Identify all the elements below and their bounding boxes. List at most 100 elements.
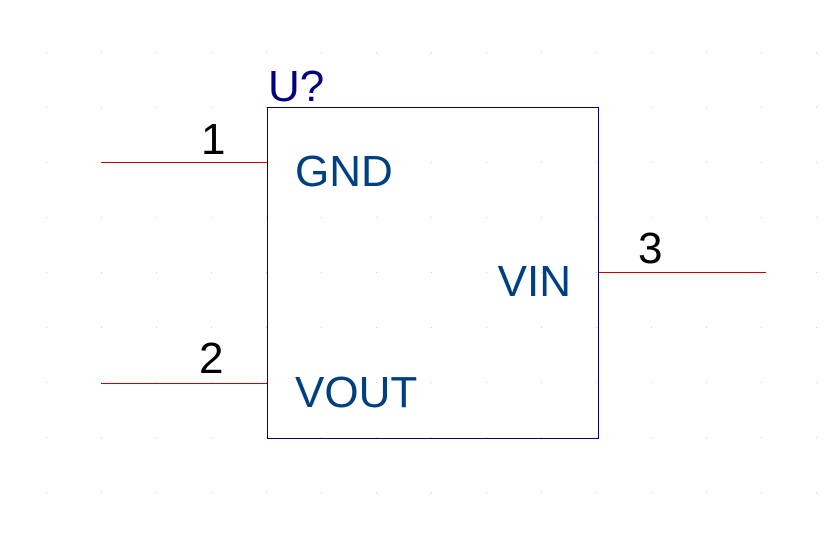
grid-dot: [321, 52, 322, 53]
grid-dot: [596, 162, 597, 163]
grid-dot: [816, 272, 817, 273]
grid-dot: [156, 327, 157, 328]
grid-dot: [596, 382, 597, 383]
grid-dot: [46, 52, 47, 53]
grid-dot: [101, 437, 102, 438]
grid-dot: [761, 327, 762, 328]
grid-dot: [211, 492, 212, 493]
grid-dot: [156, 107, 157, 108]
grid-dot: [816, 382, 817, 383]
grid-dot: [541, 327, 542, 328]
grid-dot: [376, 162, 377, 163]
grid-dot: [156, 217, 157, 218]
pin-2[interactable]: 2 VOUT: [101, 334, 417, 417]
grid-dot: [211, 437, 212, 438]
grid-dot: [266, 327, 267, 328]
grid-dot: [816, 52, 817, 53]
grid-dot: [376, 382, 377, 383]
grid-dot: [321, 382, 322, 383]
grid-dot: [376, 272, 377, 273]
component-reference[interactable]: U?: [268, 62, 324, 111]
grid-dot: [651, 162, 652, 163]
grid-dot: [321, 272, 322, 273]
grid-dot: [156, 382, 157, 383]
grid-dot: [156, 437, 157, 438]
grid-dot: [706, 327, 707, 328]
grid-dot: [46, 382, 47, 383]
pin-1-number: 1: [201, 115, 225, 164]
grid-dot: [761, 217, 762, 218]
grid-dot: [101, 492, 102, 493]
grid-dot: [101, 217, 102, 218]
grid-dot: [101, 382, 102, 383]
grid-dot: [596, 52, 597, 53]
grid-dot: [211, 217, 212, 218]
grid-dot: [46, 327, 47, 328]
grid-dot: [101, 272, 102, 273]
grid-dot: [541, 382, 542, 383]
grid-dot: [651, 217, 652, 218]
grid-dot: [431, 492, 432, 493]
grid-dot: [651, 437, 652, 438]
grid-dot: [651, 52, 652, 53]
grid-dot: [46, 492, 47, 493]
grid-dot: [376, 217, 377, 218]
grid-dot: [706, 492, 707, 493]
grid-dot: [486, 382, 487, 383]
grid-dot: [431, 52, 432, 53]
grid-dot: [651, 382, 652, 383]
grid-dot: [266, 217, 267, 218]
grid-dot: [266, 272, 267, 273]
grid-dot: [486, 52, 487, 53]
grid-dot: [211, 382, 212, 383]
pin-3[interactable]: 3 VIN: [498, 224, 766, 306]
grid-dot: [706, 52, 707, 53]
grid-dot: [816, 492, 817, 493]
grid-dot: [816, 107, 817, 108]
grid-dot: [596, 217, 597, 218]
grid-dot: [706, 217, 707, 218]
grid-dot: [761, 437, 762, 438]
grid-dot: [596, 272, 597, 273]
grid-dot: [541, 272, 542, 273]
grid-dot: [266, 52, 267, 53]
grid-dot: [706, 437, 707, 438]
grid-dot: [596, 492, 597, 493]
grid-dot: [816, 327, 817, 328]
grid-dot: [431, 272, 432, 273]
grid-dot: [486, 217, 487, 218]
grid-dot: [101, 327, 102, 328]
grid-dot: [486, 437, 487, 438]
grid-dot: [541, 492, 542, 493]
grid-dot: [706, 107, 707, 108]
grid-dot: [541, 437, 542, 438]
grid-dot: [431, 437, 432, 438]
grid-dot: [156, 272, 157, 273]
grid-dot: [761, 52, 762, 53]
grid-dot: [376, 492, 377, 493]
grid-dot: [431, 382, 432, 383]
grid-dot: [541, 162, 542, 163]
grid-dot: [101, 52, 102, 53]
grid-dot: [596, 327, 597, 328]
grid-dot: [376, 437, 377, 438]
grid-dot: [321, 327, 322, 328]
grid-dot: [46, 162, 47, 163]
grid-dot: [761, 492, 762, 493]
grid-dot: [266, 382, 267, 383]
grid-dot: [706, 382, 707, 383]
pin-3-name: VIN: [498, 257, 571, 306]
grid-dot: [46, 272, 47, 273]
grid-dot: [816, 437, 817, 438]
grid-dot: [266, 492, 267, 493]
grid-dot: [816, 217, 817, 218]
pin-3-number: 3: [638, 224, 662, 273]
pin-1[interactable]: 1 GND: [101, 115, 393, 196]
component-body[interactable]: [267, 107, 599, 439]
grid-dot: [211, 107, 212, 108]
grid-dot: [761, 107, 762, 108]
grid-dot: [486, 327, 487, 328]
grid-dot: [156, 492, 157, 493]
grid-dot: [266, 437, 267, 438]
